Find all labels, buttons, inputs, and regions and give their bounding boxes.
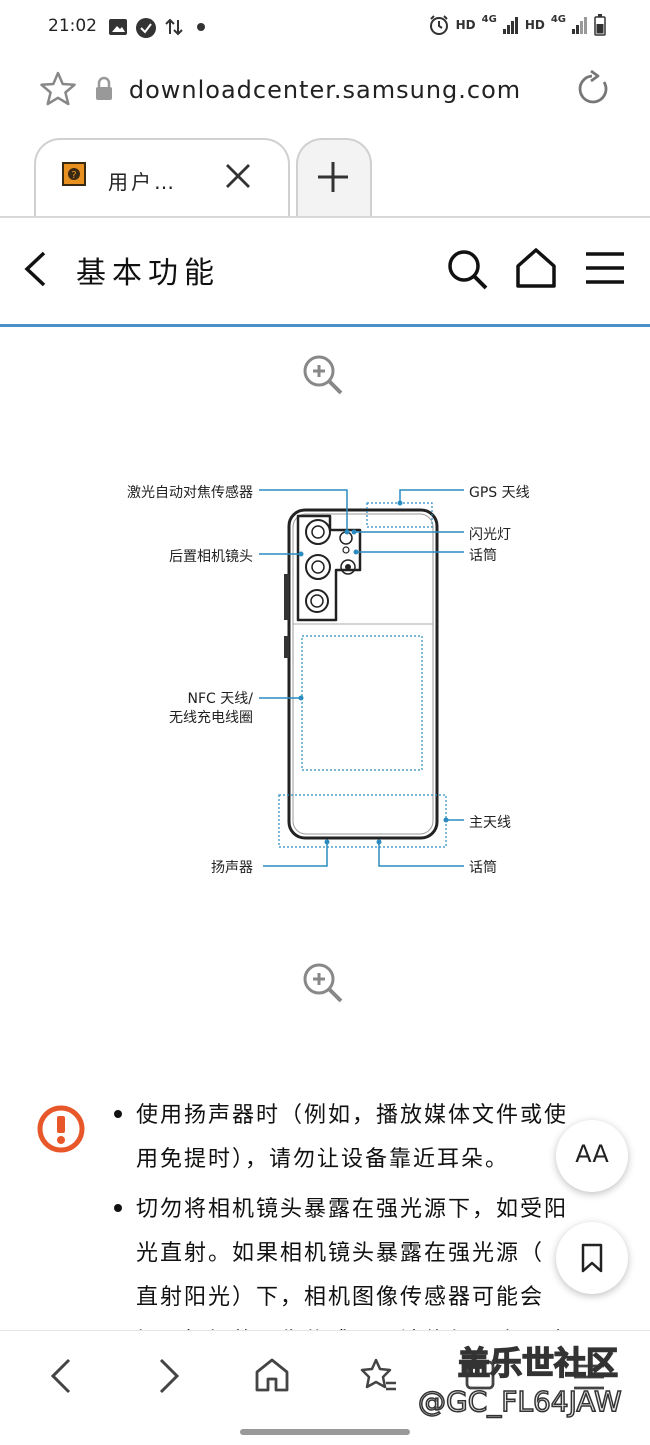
gesture-bar[interactable] (240, 1429, 410, 1435)
bullet-2-line-3: 直射阳光）下，相机图像传感器可能会 (136, 1285, 545, 1310)
label-nfc-2: 无线充电线圈 (169, 710, 253, 726)
zoom-in-icon-2[interactable] (302, 962, 344, 1004)
signal-icon-2 (572, 17, 587, 34)
reload-icon[interactable] (574, 70, 612, 108)
menu-icon[interactable] (584, 250, 626, 286)
bookmark-icon (581, 1243, 603, 1273)
warning-bullets: 使用扬声器时（例如，播放媒体文件或使 用免提时），请勿让设备靠近耳朵。 切勿将相… (110, 1094, 610, 1364)
label-mic-bottom: 话筒 (469, 860, 497, 876)
bottom-nav (0, 1330, 650, 1445)
more-notifications-icon (197, 23, 205, 31)
bullet-dot (114, 1204, 122, 1212)
bullet-2-line-1: 切勿将相机镜头暴露在强光源下，如受阳 (136, 1197, 569, 1222)
samsung-manual-favicon: ? (62, 162, 86, 186)
label-flash: 闪光灯 (469, 527, 511, 543)
label-main-antenna: 主天线 (469, 815, 511, 831)
nav-home-icon[interactable] (254, 1357, 290, 1393)
search-icon[interactable] (446, 248, 490, 292)
page-header: 基本功能 (0, 216, 650, 327)
network-hd-2: HD (524, 18, 545, 32)
home-icon[interactable] (514, 246, 558, 290)
label-rear-camera: 后置相机镜头 (169, 549, 253, 565)
nav-back-icon[interactable] (48, 1357, 74, 1395)
new-tab-button[interactable] (296, 138, 372, 216)
zoom-in-icon[interactable] (302, 354, 344, 396)
text-size-button[interactable]: AA (556, 1120, 628, 1192)
alarm-icon (429, 15, 448, 35)
signal-icon (502, 17, 518, 34)
phone-diagram (259, 489, 464, 867)
favorite-star-icon[interactable] (38, 70, 78, 108)
lock-icon (96, 76, 112, 100)
app-notification-icon (136, 18, 156, 38)
status-time: 21:02 (48, 16, 97, 36)
page-title: 基本功能 (76, 256, 220, 291)
status-right: HD 4G HD 4G (428, 14, 606, 36)
battery-icon (594, 14, 606, 36)
gallery-icon (109, 19, 127, 35)
close-tab-icon[interactable] (224, 162, 252, 190)
watermark-user: @GC_FL64JAW (417, 1384, 622, 1419)
tab-current[interactable]: ? 用户… (34, 138, 290, 216)
back-chevron-icon[interactable] (22, 250, 48, 288)
bullet-dot (114, 1110, 122, 1118)
tab-strip: ? 用户… (0, 126, 650, 218)
network-4g-1: 4G (481, 13, 497, 25)
watermark-community: 盖乐世社区 (457, 1343, 619, 1383)
bullet-1-line-2: 用免提时），请勿让设备靠近耳朵。 (136, 1147, 510, 1172)
nav-tabs-icon[interactable] (464, 1359, 496, 1391)
nav-forward-icon[interactable] (156, 1357, 182, 1395)
plus-icon (318, 162, 348, 192)
bullet-1-line-1: 使用扬声器时（例如，播放媒体文件或使 (136, 1103, 569, 1128)
status-bar: 21:02 HD 4G HD 4G (0, 0, 650, 56)
nav-bookmarks-icon[interactable] (358, 1357, 398, 1393)
bullet-2-line-2: 光直射。如果相机镜头暴露在强光源（ (136, 1241, 545, 1266)
url-bar: downloadcenter.samsung.com (0, 56, 650, 126)
label-nfc-1: NFC 天线/ (187, 691, 253, 707)
network-hd-1: HD (455, 18, 476, 32)
label-gps: GPS 天线 (469, 485, 530, 501)
warning-icon (37, 1105, 85, 1153)
label-mic-top: 话筒 (469, 548, 497, 564)
label-laser-af: 激光自动对焦传感器 (127, 485, 253, 501)
nav-menu-icon[interactable] (572, 1363, 606, 1391)
bullet-1: 使用扬声器时（例如，播放媒体文件或使 用免提时），请勿让设备靠近耳朵。 (110, 1094, 610, 1182)
text-size-label: AA (575, 1140, 609, 1168)
label-speaker: 扬声器 (211, 860, 253, 876)
url-text[interactable]: downloadcenter.samsung.com (128, 76, 522, 104)
svg-text:?: ? (71, 170, 76, 181)
data-transfer-icon (165, 18, 183, 36)
bookmark-button[interactable] (556, 1222, 628, 1294)
tab-title: 用户… (108, 170, 177, 194)
network-4g-2: 4G (550, 13, 566, 25)
